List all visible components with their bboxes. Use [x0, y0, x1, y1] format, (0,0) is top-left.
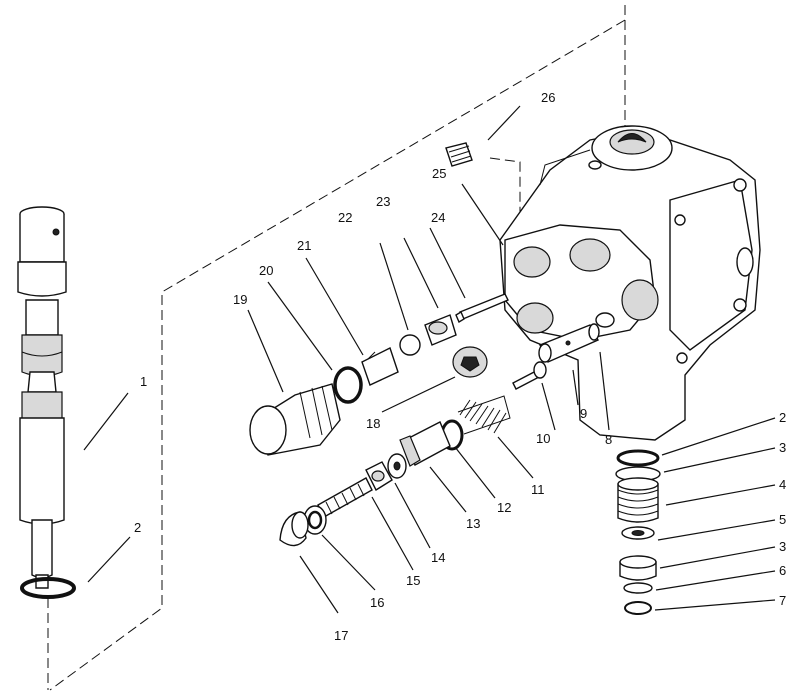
part-2-o-ring-left	[20, 577, 76, 599]
part-26-plug	[445, 142, 473, 167]
valve-body	[499, 125, 761, 441]
part-3-washer-lower	[619, 555, 657, 581]
label-19: 19	[233, 292, 247, 307]
part-5-spacer	[621, 526, 655, 540]
part-23-poppet	[424, 314, 457, 346]
label-1: 1	[140, 374, 147, 389]
part-7-snap-ring	[624, 601, 652, 615]
label-17: 17	[334, 628, 348, 643]
part-16-seal-washer	[303, 505, 327, 535]
callout-labels: 1 2 26 25 24 23 22 21 20 19 18 9 10 8 11…	[134, 90, 786, 643]
label-12: 12	[497, 500, 511, 515]
part-20-o-ring	[333, 366, 363, 404]
label-4: 4	[779, 477, 786, 492]
label-18: 18	[366, 416, 380, 431]
label-2-left: 2	[134, 520, 141, 535]
label-8: 8	[605, 432, 612, 447]
leader-lines	[83, 105, 776, 614]
assembly-dashed-lines	[47, 5, 626, 691]
label-25: 25	[432, 166, 446, 181]
part-24-pin	[455, 293, 509, 324]
label-21: 21	[297, 238, 311, 253]
part-6-retainer	[623, 582, 653, 594]
label-20: 20	[259, 263, 273, 278]
label-22: 22	[338, 210, 352, 225]
label-2-right: 2	[779, 410, 786, 425]
part-15-nut	[365, 461, 393, 492]
label-11: 11	[531, 482, 545, 497]
part-17-acorn-nut	[279, 511, 309, 547]
label-3-upper: 3	[779, 440, 786, 455]
label-15: 15	[406, 573, 420, 588]
label-9: 9	[580, 406, 587, 421]
label-23: 23	[376, 194, 390, 209]
part-19-cap	[249, 383, 341, 456]
part-4-spring	[617, 477, 659, 523]
part-9-sleeve	[538, 323, 600, 363]
label-5: 5	[779, 512, 786, 527]
part-10-bolt	[512, 361, 547, 390]
part-11-spring	[457, 395, 511, 435]
threaded-stud	[317, 477, 373, 518]
part-21-spring	[361, 347, 399, 386]
label-3-lower: 3	[779, 539, 786, 554]
part-18-set-screw	[452, 346, 488, 378]
label-24: 24	[431, 210, 445, 225]
label-16: 16	[370, 595, 384, 610]
part-1-shaft	[17, 206, 67, 589]
label-14: 14	[431, 550, 445, 565]
label-6: 6	[779, 563, 786, 578]
part-22-ball	[399, 334, 421, 356]
label-26: 26	[541, 90, 555, 105]
part-14-washer	[387, 453, 407, 479]
label-13: 13	[466, 516, 480, 531]
part-2-o-ring-right	[616, 449, 660, 467]
part-13-adjuster	[399, 421, 451, 467]
label-10: 10	[536, 431, 550, 446]
label-7: 7	[779, 593, 786, 608]
